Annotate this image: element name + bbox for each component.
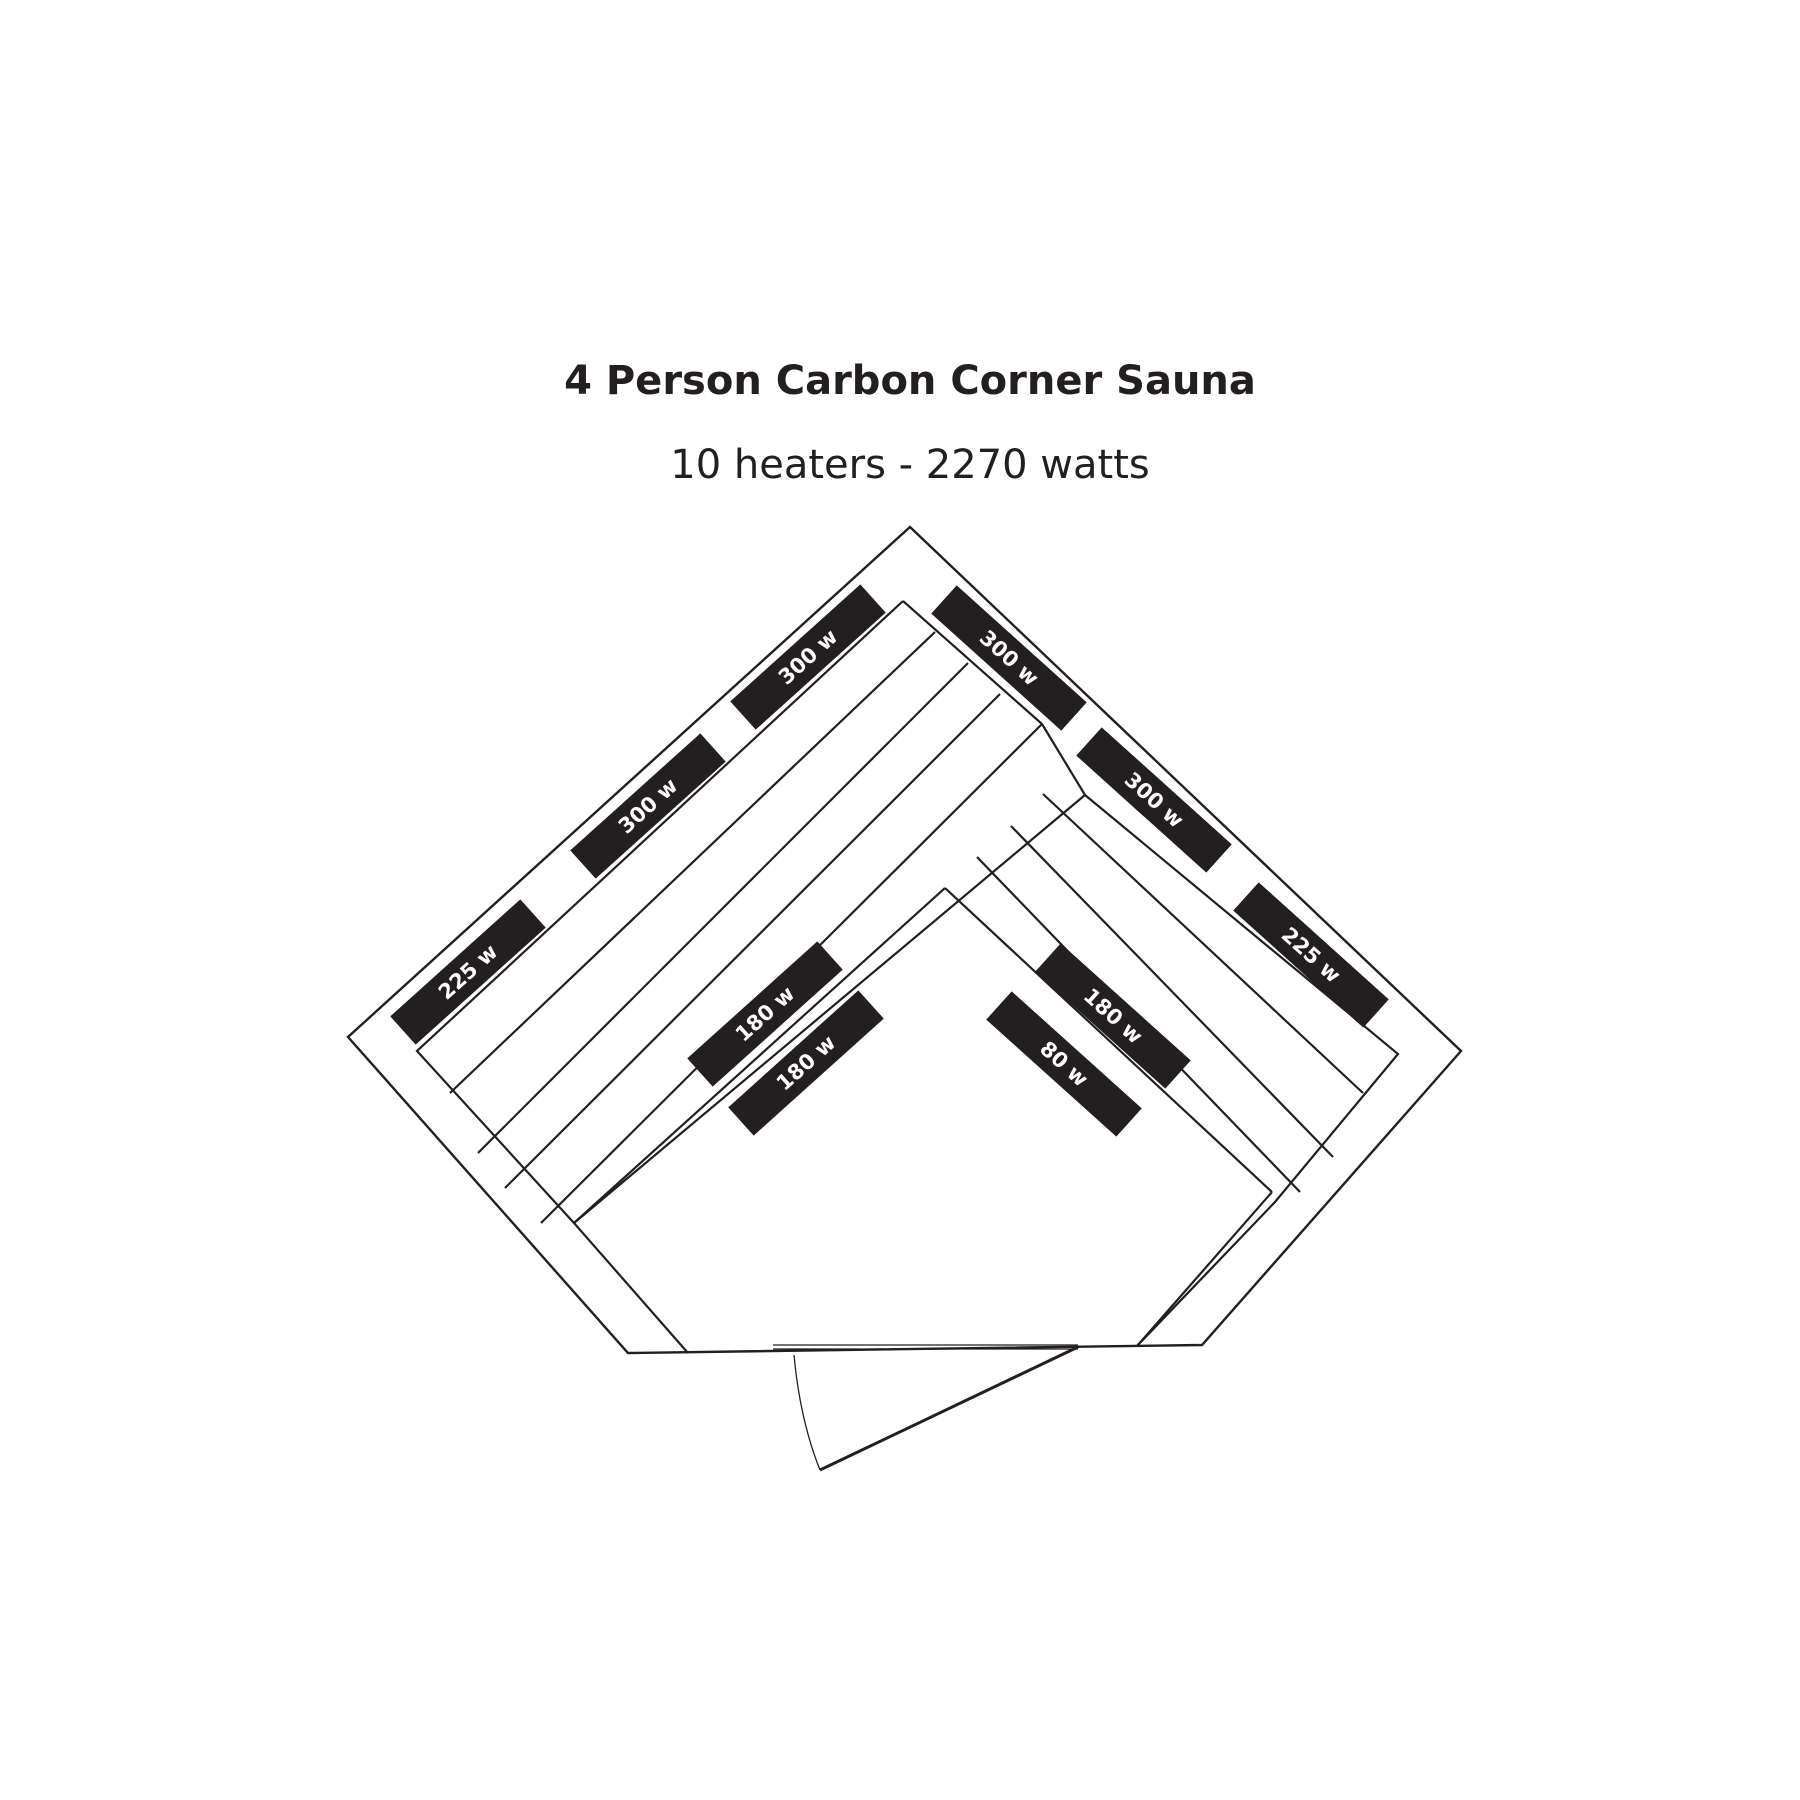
bench-slat-2 xyxy=(477,662,969,1154)
bench-slat-5 xyxy=(1041,723,1086,796)
heater-right-upper: 300 w xyxy=(931,585,1087,731)
heater-left-middle: 300 w xyxy=(570,733,726,879)
sauna-structure xyxy=(346,525,1463,1472)
bench-slat-8 xyxy=(1010,825,1334,1158)
bench-slat-7 xyxy=(1042,793,1364,1094)
door-swing-arc xyxy=(793,1354,821,1471)
diagram-subtitle: 10 heaters - 2270 watts xyxy=(670,442,1149,488)
heater-left-upper: 300 w xyxy=(730,584,886,730)
heater-panel xyxy=(1076,727,1232,873)
heater-right-lower: 225 w xyxy=(1233,882,1389,1028)
heater-panel xyxy=(931,585,1087,731)
heater-panel xyxy=(730,584,886,730)
inner-wall-right xyxy=(1084,794,1400,1347)
heater-panel xyxy=(687,941,843,1087)
heater-panel xyxy=(1233,882,1389,1028)
diagram-title: 4 Person Carbon Corner Sauna xyxy=(564,358,1256,404)
inner-wall-top xyxy=(902,600,1043,725)
bench-slat-1 xyxy=(449,631,936,1094)
heater-panel xyxy=(390,899,546,1045)
bench-slat-3 xyxy=(504,693,1001,1189)
floor-edge xyxy=(573,887,946,1224)
glass-door xyxy=(819,1345,1079,1472)
bench-slat-6 xyxy=(573,794,1086,1224)
heater-panel xyxy=(1035,943,1191,1089)
heater-panel xyxy=(986,991,1142,1137)
floor-right-edge xyxy=(1136,1191,1273,1347)
bench-slat-10 xyxy=(944,887,1273,1193)
heater-panel xyxy=(570,733,726,879)
heater-panel xyxy=(728,990,884,1136)
